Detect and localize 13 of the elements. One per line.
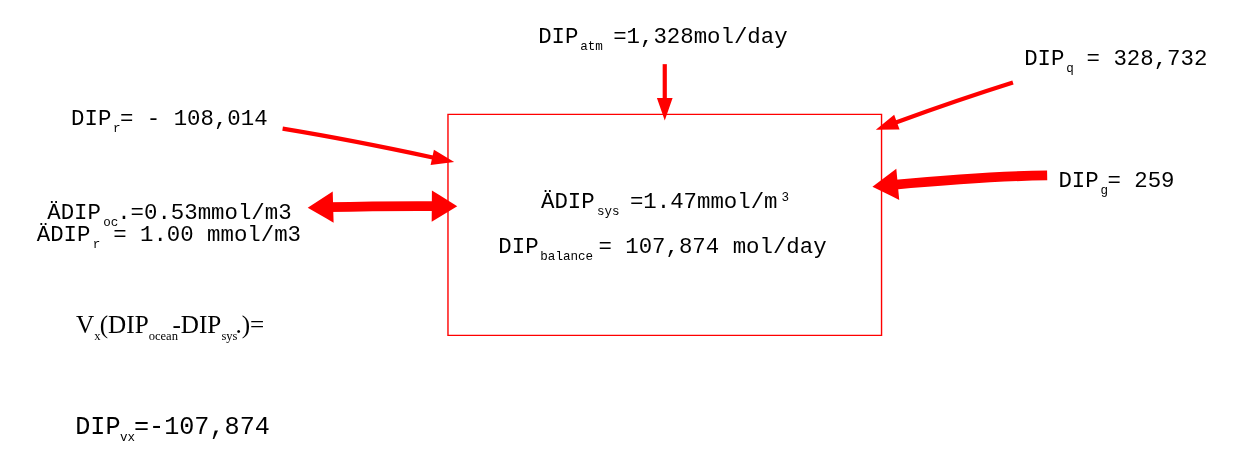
arrow [656,64,673,121]
arrow [307,190,457,223]
arrow [281,126,454,165]
arrow [875,80,1014,130]
label: V$_{x}$(DIP$_{ocean}$-DIP$_{sys}$.)= [75,311,264,344]
node-text: DIP$_{r}$= - 108,014 [70,106,268,137]
node-text: DIP$_{g}$= 259 [1057,167,1175,198]
node-box: ÄDIP$_{sys}$ =1.47mmol/m$^{3}$ DIP$_{balance}$ = 107,874 mol/day [446,113,882,337]
arrow [871,168,1047,200]
label: DIP$_{vx}$=-107,874 [74,412,270,445]
node-text: DIP$_{atm}$ =1,328mol/day [537,23,788,54]
node-text: DIP$_{q}$ = 328,732 [1023,46,1207,77]
node-text: ÄDIP$_{oc}$.=0.53mmol/m3 ÄDIP$_{r}$ = 1.00 mmol/m3 [36,200,301,253]
